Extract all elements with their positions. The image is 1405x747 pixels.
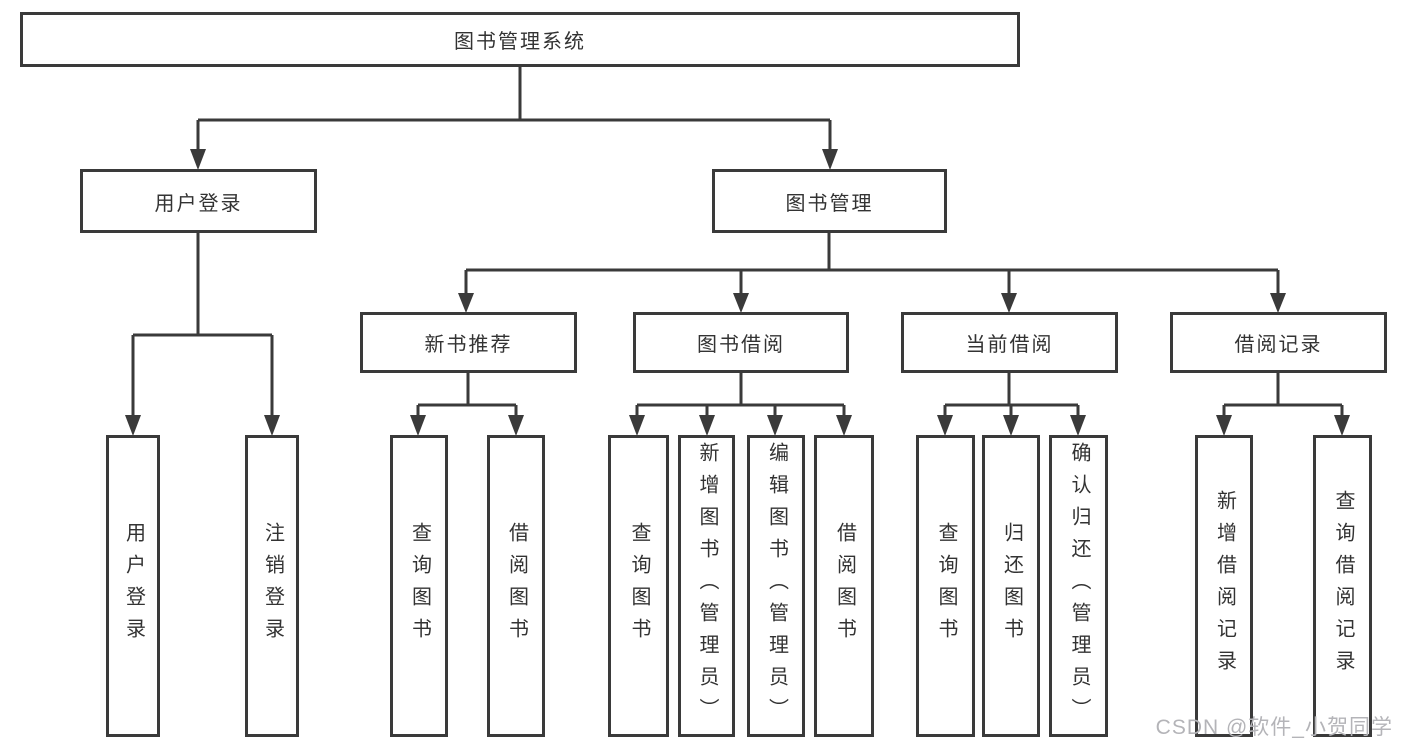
leaf-query-books-rec-label: 查询图书 [408,522,431,650]
leaf-add-book-admin: 新增图书（管理员） [678,435,735,737]
arrowhead-down-icon [410,415,524,436]
leaf-query-borrow-record-label: 查询借阅记录 [1332,490,1354,682]
leaf-borrow-books-rec: 借阅图书 [487,435,545,737]
arrowhead-down-icon [190,149,838,170]
node-book-borrow: 图书借阅 [633,312,849,373]
node-user-login: 用户登录 [80,169,317,233]
leaf-user-login: 用户登录 [106,435,160,737]
node-book-borrow-label: 图书借阅 [697,334,785,356]
node-user-login-label: 用户登录 [154,192,243,215]
leaf-confirm-return-admin: 确认归还（管理员） [1049,435,1108,737]
leaf-confirm-return-admin-label: 确认归还（管理员） [1068,442,1090,730]
leaf-add-book-admin-label: 新增图书（管理员） [696,442,718,730]
node-book-mgmt-label: 图书管理 [785,192,874,215]
node-root-label: 图书管理系统 [454,31,586,53]
connector-root-to-level2 [196,67,832,150]
node-borrow-record-label: 借阅记录 [1234,334,1323,356]
leaf-add-borrow-record: 新增借阅记录 [1195,435,1253,737]
node-borrow-record: 借阅记录 [1170,312,1387,373]
leaf-query-borrow-record: 查询借阅记录 [1313,435,1372,737]
connector-borrow-record-branch [1222,373,1344,416]
leaf-borrow-books-rec-label: 借阅图书 [505,522,528,650]
node-current-borrow: 当前借阅 [901,312,1118,373]
connector-book-borrow-branch [635,373,846,416]
arrowhead-down-icon [1216,415,1350,436]
leaf-return-books: 归还图书 [982,435,1040,737]
leaf-query-books-borrow-label: 查询图书 [628,522,650,650]
leaf-add-borrow-record-label: 新增借阅记录 [1213,490,1236,682]
node-root: 图书管理系统 [20,12,1020,67]
leaf-query-books-current: 查询图书 [916,435,975,737]
node-new-book-rec: 新书推荐 [360,312,577,373]
leaf-query-books-rec: 查询图书 [390,435,448,737]
node-new-book-rec-label: 新书推荐 [424,334,513,356]
connector-user-login-branch [131,233,274,416]
leaf-logout-label: 注销登录 [261,522,284,650]
connector-book-mgmt-branch [464,233,1280,294]
leaf-edit-book-admin: 编辑图书（管理员） [747,435,805,737]
arrowhead-down-icon [629,415,852,436]
node-book-mgmt: 图书管理 [712,169,947,233]
leaf-borrow-books: 借阅图书 [814,435,874,737]
connector-current-borrow-branch [943,373,1080,416]
arrowhead-down-icon [937,415,1086,436]
leaf-query-books-current-label: 查询图书 [935,522,957,650]
connector-new-book-rec-branch [416,373,518,416]
watermark: CSDN @软件_小贺同学 [1155,716,1393,739]
leaf-edit-book-admin-label: 编辑图书（管理员） [765,442,788,730]
leaf-query-books-borrow: 查询图书 [608,435,669,737]
arrowhead-down-icon [125,415,280,436]
node-current-borrow-label: 当前借阅 [965,334,1054,356]
leaf-return-books-label: 归还图书 [1000,522,1023,650]
leaf-borrow-books-label: 借阅图书 [833,522,856,650]
leaf-logout: 注销登录 [245,435,299,737]
arrowhead-down-icon [458,293,1286,313]
leaf-user-login-label: 用户登录 [122,522,145,650]
